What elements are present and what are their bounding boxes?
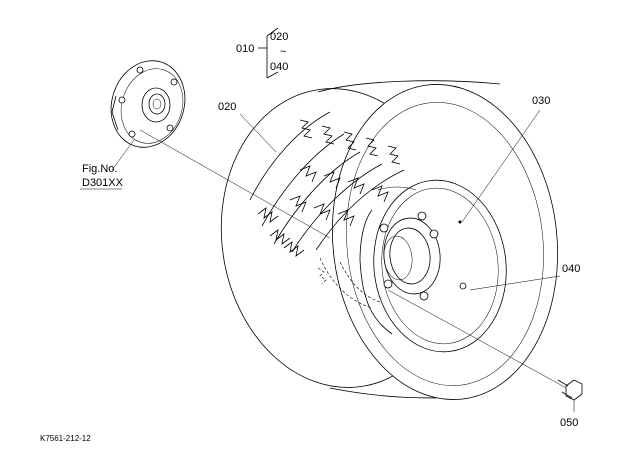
part-040-leader: [469, 275, 561, 291]
fig-ref-line1: Fig.No.: [82, 163, 117, 175]
range-end-label: 040: [270, 61, 288, 73]
part-label-010: 010: [236, 43, 254, 55]
range-bracket: [258, 27, 279, 79]
part-label-030: 030: [532, 95, 550, 107]
wheel-bolt: [557, 379, 583, 401]
fig-ref-line2: D301XX: [82, 177, 124, 189]
hub-flange: [110, 60, 186, 148]
drawing-code: K7561-212-12: [40, 434, 91, 443]
part-label-020: 020: [218, 101, 236, 113]
wheel-rim: [359, 179, 507, 353]
part-label-040: 040: [562, 263, 580, 275]
part-030-leader: [461, 109, 541, 223]
tire-chain: [249, 111, 405, 309]
fig-ref-leader: [111, 139, 135, 171]
range-start-label: 020: [270, 31, 288, 43]
part-020-leader: [239, 113, 277, 153]
part-label-050: 050: [560, 417, 578, 429]
range-tilde: ~: [280, 46, 286, 58]
bolt-axis-line: [387, 289, 571, 391]
axis-line: [139, 129, 331, 239]
